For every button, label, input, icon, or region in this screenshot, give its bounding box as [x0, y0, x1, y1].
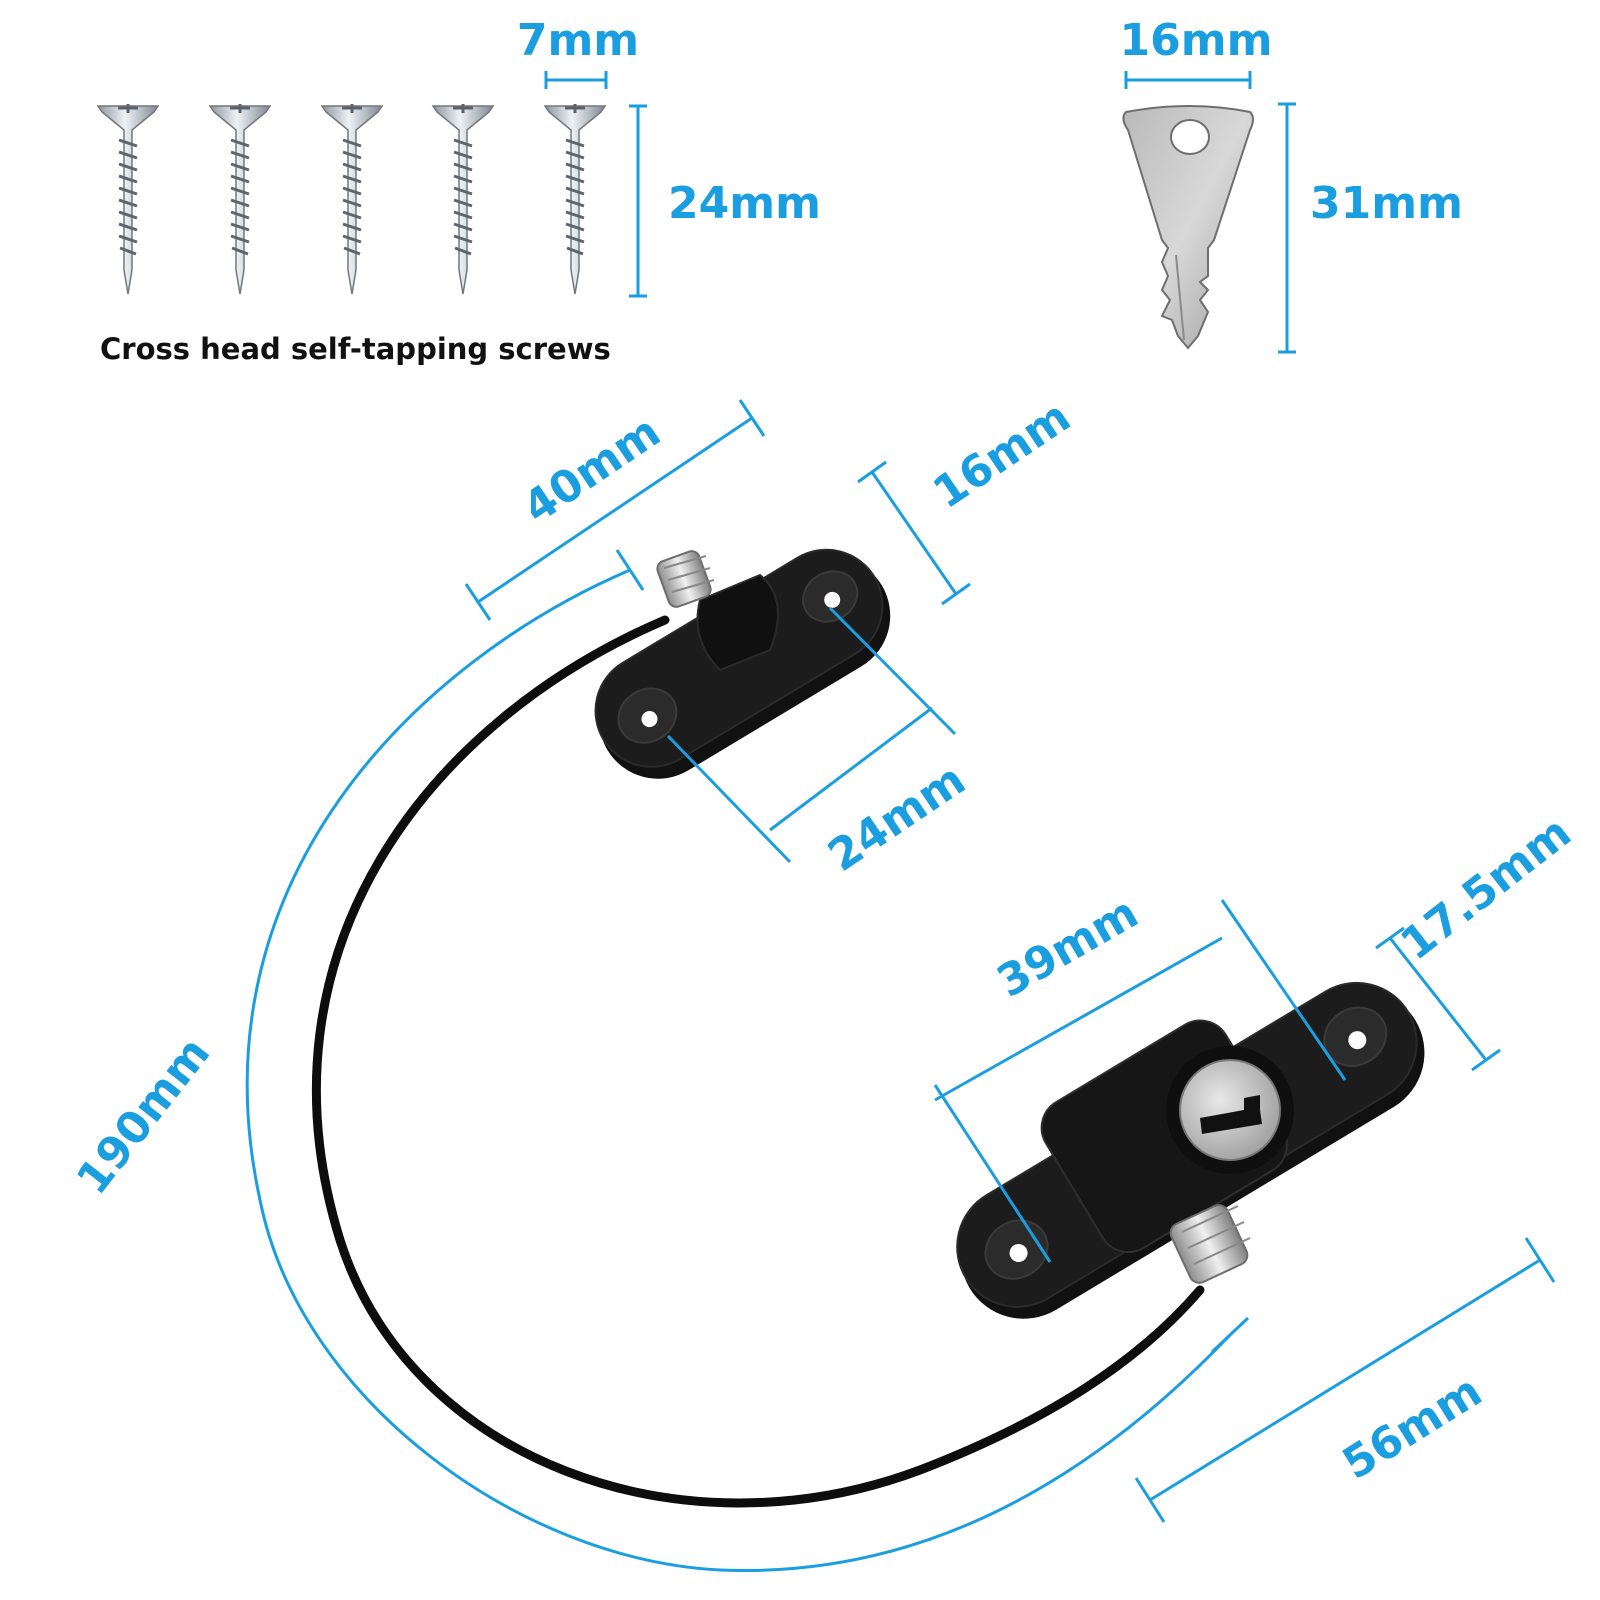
key-height-dimension	[1278, 102, 1296, 354]
key-width-dimension	[1124, 71, 1252, 89]
screw-4	[431, 104, 495, 295]
upper-width-label: 16mm	[924, 391, 1079, 519]
lower-cable-clamp	[1169, 1204, 1251, 1284]
screw-group	[96, 104, 607, 295]
lower-hole-spacing-dimension	[933, 899, 1347, 1263]
upper-cable-clamp	[656, 550, 779, 672]
lower-width-dimension	[1375, 926, 1501, 1072]
upper-hole-spacing-dimension	[666, 606, 957, 864]
screw-2	[208, 104, 272, 295]
lower-hole-spacing-label: 39mm	[989, 887, 1147, 1008]
screw-head-dimension	[544, 71, 608, 89]
screw-1	[96, 104, 160, 295]
upper-length-label: 40mm	[514, 406, 669, 534]
cable-length-arc-ticks	[615, 549, 1250, 1354]
lower-length-dimension	[1134, 1237, 1556, 1523]
screw-head-width-label: 7mm	[517, 15, 639, 66]
screw-3	[320, 104, 384, 295]
key-height-label: 31mm	[1310, 178, 1463, 229]
upper-width-dimension	[857, 460, 971, 606]
lower-bracket	[956, 981, 1425, 1319]
screw-length-label: 24mm	[668, 178, 821, 229]
lower-width-label: 17.5mm	[1391, 807, 1580, 970]
lock-cylinder	[1166, 1046, 1294, 1174]
cable	[312, 615, 1205, 1508]
upper-hole-spacing-label: 24mm	[819, 754, 974, 882]
key-width-label: 16mm	[1120, 15, 1273, 66]
key-illustration	[1122, 105, 1254, 350]
upper-bracket	[594, 548, 891, 779]
screws-caption: Cross head self-tapping screws	[100, 332, 611, 366]
screw-length-dimension	[629, 104, 647, 298]
cable-length-label: 190mm	[67, 1028, 220, 1204]
lower-length-label: 56mm	[1334, 1366, 1491, 1490]
keyhole-icon	[1200, 1095, 1262, 1134]
cable-length-arc	[245, 568, 1232, 1573]
upper-length-dimension	[464, 399, 766, 621]
screw-5	[543, 104, 607, 295]
